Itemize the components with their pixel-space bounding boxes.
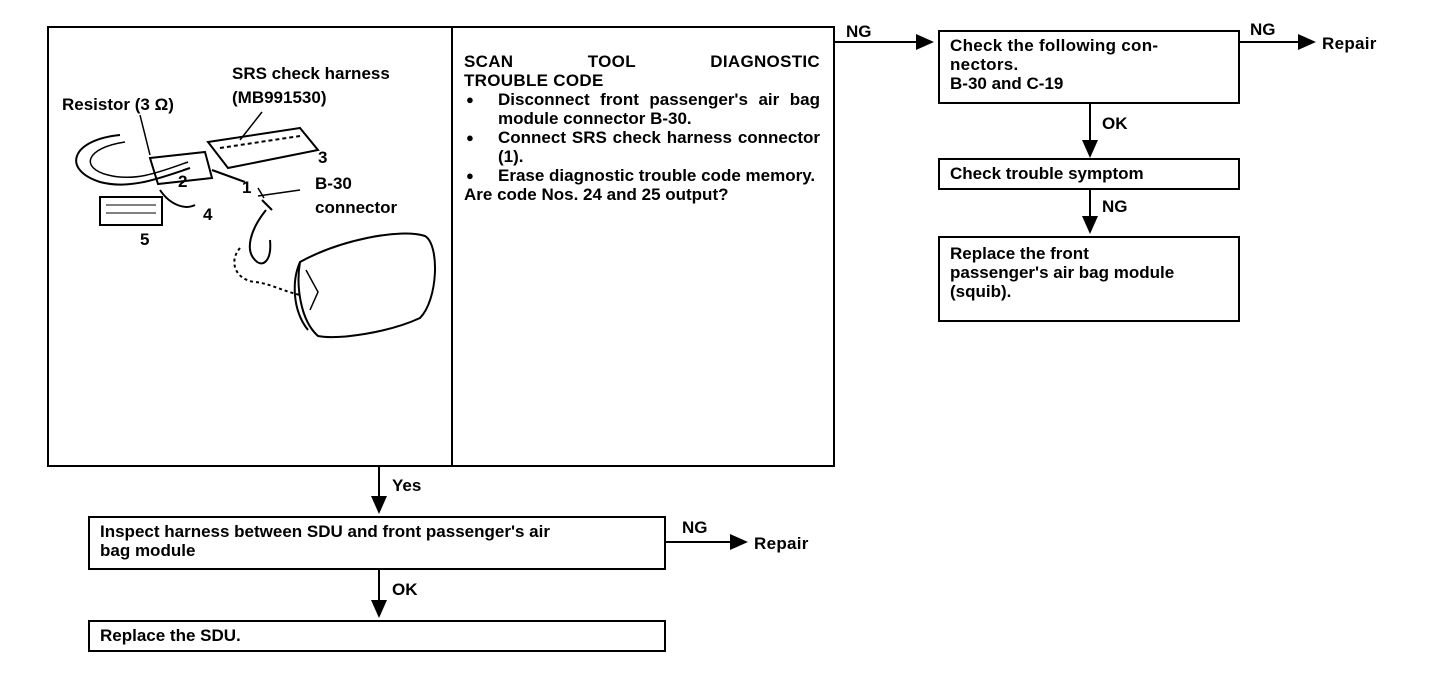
harness-part-label: (MB991530) bbox=[232, 88, 327, 107]
resistor-label: Resistor (3 Ω) bbox=[62, 95, 174, 114]
connector-label: B-30 bbox=[315, 174, 352, 193]
column-divider bbox=[451, 26, 453, 467]
repair-mid-label: Repair bbox=[754, 534, 809, 553]
ng-label-3: NG bbox=[682, 518, 708, 537]
replace-squib-line2: passenger's air bag module bbox=[950, 263, 1175, 282]
replace-sdu-box: Replace the SDU. bbox=[88, 620, 666, 652]
replace-squib-box: Replace the front passenger's air bag mo… bbox=[938, 236, 1240, 322]
check-symptom-text: Check trouble symptom bbox=[950, 164, 1144, 183]
ng-label-repair-top: NG bbox=[1250, 20, 1276, 39]
procedure-heading-line2: TROUBLE CODE bbox=[464, 71, 604, 90]
procedure-question: Are code Nos. 24 and 25 output? bbox=[464, 185, 729, 204]
inspect-harness-box: Inspect harness between SDU and front pa… bbox=[88, 516, 666, 570]
callout-2: 2 bbox=[178, 172, 188, 191]
callout-4: 4 bbox=[203, 205, 213, 224]
ok-label-2: OK bbox=[392, 580, 418, 599]
heading-word-scan: SCAN bbox=[464, 52, 514, 71]
ok-label-1: OK bbox=[1102, 114, 1128, 133]
check-connectors-line3: B-30 and C-19 bbox=[950, 74, 1064, 93]
callout-5: 5 bbox=[140, 230, 150, 249]
replace-squib-line1: Replace the front bbox=[950, 244, 1089, 263]
ng-label-2: NG bbox=[1102, 197, 1128, 216]
callout-3: 3 bbox=[318, 148, 328, 167]
heading-word-diagnostic: DIAGNOSTIC bbox=[710, 52, 820, 71]
replace-sdu-text: Replace the SDU. bbox=[100, 626, 241, 645]
procedure-step: Erase diagnostic trouble code memory. bbox=[464, 166, 820, 185]
check-connectors-box: Check the following con- nectors. B-30 a… bbox=[938, 30, 1240, 104]
procedure-text: SCAN TOOL DIAGNOSTIC TROUBLE CODE Discon… bbox=[464, 52, 820, 204]
replace-squib-line3: (squib). bbox=[950, 282, 1012, 301]
procedure-heading-line1: SCAN TOOL DIAGNOSTIC bbox=[464, 52, 820, 71]
procedure-step: Connect SRS check harness connector (1). bbox=[464, 128, 820, 166]
inspect-line1: Inspect harness between SDU and front pa… bbox=[100, 522, 550, 541]
check-symptom-box: Check trouble symptom bbox=[938, 158, 1240, 190]
repair-top-label: Repair bbox=[1322, 34, 1377, 53]
procedure-steps: Disconnect front passenger's air bag mod… bbox=[464, 90, 820, 185]
inspect-line2: bag module bbox=[100, 541, 196, 560]
connector-label-2: connector bbox=[315, 198, 398, 217]
harness-title-label: SRS check harness bbox=[232, 64, 390, 83]
yes-label: Yes bbox=[392, 476, 422, 495]
ng-label-top: NG bbox=[846, 22, 872, 41]
procedure-step: Disconnect front passenger's air bag mod… bbox=[464, 90, 820, 128]
check-connectors-line2: nectors. bbox=[950, 55, 1019, 74]
callout-1: 1 bbox=[242, 178, 252, 197]
check-connectors-line1: Check the following con- bbox=[950, 36, 1159, 55]
heading-word-tool: TOOL bbox=[587, 52, 636, 71]
